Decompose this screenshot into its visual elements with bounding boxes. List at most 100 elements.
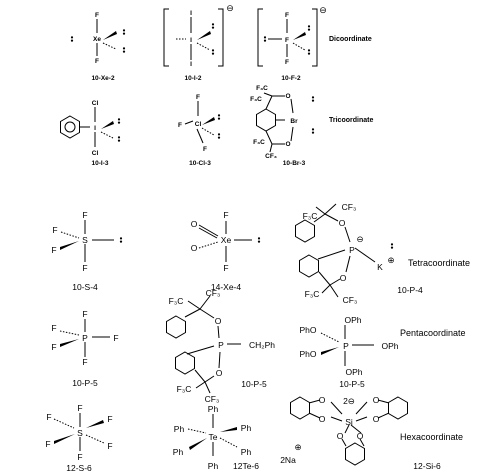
atom-f: F xyxy=(82,210,87,220)
atom-f: F xyxy=(223,210,228,220)
atom-f: F xyxy=(203,146,207,153)
atom-o: O xyxy=(319,395,326,405)
atom-te: Te xyxy=(209,432,218,442)
class-tricoordinate: Tricoordinate xyxy=(329,117,373,124)
atom-xe: Xe xyxy=(93,36,101,43)
label-14-xe-4: 14-Xe-4 xyxy=(211,282,242,292)
atom-f: F xyxy=(95,58,99,65)
atom-o: O xyxy=(285,141,290,148)
group-f3c: F₃C xyxy=(250,96,262,103)
atom-cl: Cl xyxy=(195,121,202,128)
atom-p: P xyxy=(218,340,224,350)
structure-10-p-5-pf5 xyxy=(59,319,110,357)
atom-f: F xyxy=(107,441,112,451)
group-ph: Ph xyxy=(241,423,252,433)
atom-f: F xyxy=(223,263,228,273)
label-10-i-3: 10-I-3 xyxy=(92,160,109,167)
atom-f: F xyxy=(178,122,182,129)
group-f3c: F₃C xyxy=(305,289,320,299)
counter-ion-k: K xyxy=(377,262,383,272)
group-oph: OPh xyxy=(345,367,362,377)
atom-s: S xyxy=(77,428,83,438)
structure-10-f-2 xyxy=(257,8,318,67)
atom-f: F xyxy=(82,357,87,367)
structure-10-i-3 xyxy=(60,107,121,147)
atom-f: F xyxy=(82,263,87,273)
atom-f: F xyxy=(77,452,82,462)
atom-o: O xyxy=(191,243,198,253)
atom-cl: Cl xyxy=(92,150,99,157)
atom-f: F xyxy=(196,94,200,101)
structure-10-cl-3 xyxy=(184,101,221,144)
atom-o: O xyxy=(373,395,380,405)
structure-10-p-4 xyxy=(295,203,394,298)
atom-i: I xyxy=(190,37,192,44)
group-ph: Ph xyxy=(174,424,185,434)
atom-f: F xyxy=(51,245,56,255)
atom-f: F xyxy=(107,414,112,424)
structure-12-s-6 xyxy=(53,413,105,451)
label-12-si-6: 12-Si-6 xyxy=(413,461,441,471)
atom-f: F xyxy=(46,412,51,422)
atom-o: O xyxy=(215,316,222,326)
group-oph: OPh xyxy=(344,315,361,325)
atom-f: F xyxy=(285,12,289,19)
label-10-br-3: 10-Br-3 xyxy=(283,160,306,167)
atom-o: O xyxy=(216,368,223,378)
group-oph: OPh xyxy=(381,341,398,351)
atom-f: F xyxy=(51,342,56,352)
atom-p: P xyxy=(349,245,355,255)
anion-charge: ⊖ xyxy=(319,5,327,15)
structure-10-s-4 xyxy=(60,220,123,262)
class-pentacoordinate: Pentacoordinate xyxy=(400,328,466,338)
group-ph: Ph xyxy=(241,447,252,457)
label-10-xe-2: 10-Xe-2 xyxy=(91,75,115,82)
anion-charge: ⊖ xyxy=(356,234,363,244)
structure-10-xe-2 xyxy=(70,19,126,56)
group-f3c: F₃C xyxy=(253,139,265,146)
atom-f: F xyxy=(285,37,289,44)
atom-f: F xyxy=(77,403,82,413)
atom-si: Si xyxy=(345,417,353,427)
atom-i: I xyxy=(190,61,192,68)
group-ch2ph: CH₂Ph xyxy=(249,340,275,350)
atom-br: Br xyxy=(290,118,298,125)
atom-o: O xyxy=(357,431,364,441)
atom-o: O xyxy=(337,431,344,441)
group-cf3: CF₃ xyxy=(205,394,220,404)
atom-i: I xyxy=(94,125,96,132)
label-10-f-2: 10-F-2 xyxy=(281,75,301,82)
atom-o: O xyxy=(340,273,347,283)
atom-o: O xyxy=(339,218,346,228)
atom-f: F xyxy=(45,439,50,449)
label-12-s-6: 12-S-6 xyxy=(66,463,92,473)
class-dicoordinate: Dicoordinate xyxy=(329,36,372,43)
group-cf3: CF₃ xyxy=(265,153,277,160)
label-10-s-4: 10-S-4 xyxy=(72,282,98,292)
structure-14-xe-4 xyxy=(198,221,261,262)
atom-p: P xyxy=(343,341,349,351)
group-cf3: CF₃ xyxy=(343,295,358,305)
group-f3c: F₃C xyxy=(303,211,318,221)
label-10-p-5: 10-P-5 xyxy=(72,378,98,388)
class-hexacoordinate: Hexacoordinate xyxy=(400,432,463,442)
atom-f: F xyxy=(113,333,118,343)
structure-10-i-2 xyxy=(163,8,224,67)
atom-f: F xyxy=(51,323,56,333)
group-cf3: CF₃ xyxy=(342,202,357,212)
group-pho: PhO xyxy=(299,349,316,359)
group-f3c: F₃C xyxy=(169,296,184,306)
atom-f: F xyxy=(285,59,289,66)
group-ph: Ph xyxy=(173,447,184,457)
group-ph: Ph xyxy=(208,461,219,471)
label-10-p-5: 10-P-5 xyxy=(241,379,267,389)
atom-xe: Xe xyxy=(221,235,232,245)
counter-ion-na: 2Na xyxy=(280,455,296,465)
atom-f: F xyxy=(52,225,57,235)
group-f3c: F₃C xyxy=(177,384,192,394)
label-10-cl-3: 10-Cl-3 xyxy=(189,160,211,167)
atom-o: O xyxy=(319,414,326,424)
cation-charge: ⊕ xyxy=(387,255,394,265)
dianion-charge: 2⊖ xyxy=(343,396,355,406)
label-10-i-2: 10-I-2 xyxy=(185,75,202,82)
